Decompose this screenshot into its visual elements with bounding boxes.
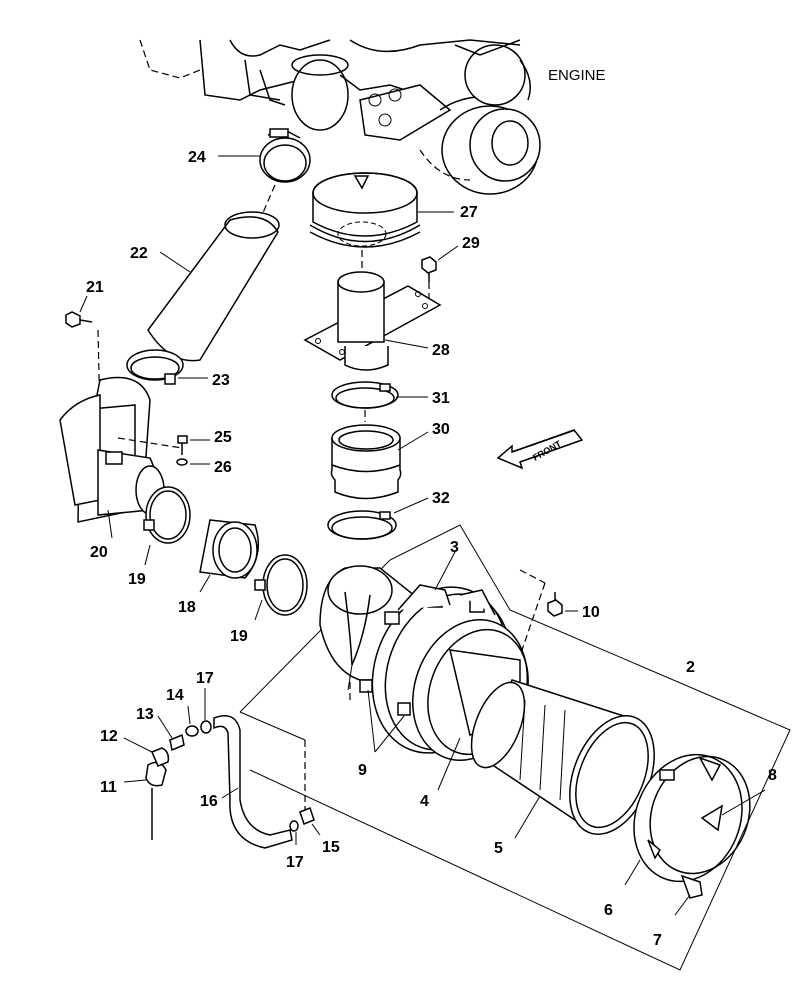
callout-2: 2 <box>686 659 695 676</box>
callout-13: 13 <box>136 706 154 723</box>
part-13-adapter <box>157 715 185 752</box>
part-31-clamp <box>331 381 428 422</box>
callout-29: 29 <box>462 235 480 252</box>
callout-17-lower: 17 <box>286 854 304 871</box>
part-19-clamp-lower <box>254 554 308 621</box>
part-3-bracket-band <box>397 551 496 616</box>
callout-22: 22 <box>130 245 148 262</box>
engine-illustration: ENGINE <box>139 39 606 195</box>
callout-10: 10 <box>582 604 600 621</box>
part-30-rubber-connector <box>330 424 429 500</box>
part-28-tube-plate <box>303 271 442 371</box>
callout-27: 27 <box>460 204 478 221</box>
callout-9: 9 <box>358 762 367 779</box>
part-17-clamp-lower <box>289 820 299 845</box>
callout-5: 5 <box>494 840 503 857</box>
part-16-hose <box>213 715 293 849</box>
part-21-bolt <box>65 295 101 421</box>
callout-8: 8 <box>768 767 777 784</box>
part-17-clamp-upper <box>200 688 212 734</box>
callout-24: 24 <box>188 149 206 166</box>
callout-16: 16 <box>200 793 218 810</box>
part-14-nut <box>185 705 199 737</box>
callout-21: 21 <box>86 279 104 296</box>
callout-26: 26 <box>214 459 232 476</box>
front-direction-arrow: FRONT <box>496 429 584 470</box>
engine-label: ENGINE <box>548 67 606 84</box>
callout-20: 20 <box>90 544 108 561</box>
callout-12: 12 <box>100 728 118 745</box>
callout-18: 18 <box>178 599 196 616</box>
part-32-clamp <box>327 497 429 540</box>
part-27-precleaner-cap <box>309 172 454 272</box>
part-24-hose-clamp <box>218 128 311 216</box>
part-26-washer <box>176 458 210 466</box>
callout-6: 6 <box>604 902 613 919</box>
callout-28: 28 <box>432 342 450 359</box>
assembly-outline <box>239 524 791 971</box>
part-15-valve <box>299 807 321 836</box>
callout-19-lower: 19 <box>230 628 248 645</box>
part-12-elbow-fitting <box>123 737 170 767</box>
callout-4: 4 <box>420 793 429 810</box>
callout-3: 3 <box>450 539 459 556</box>
callout-32: 32 <box>432 490 450 507</box>
callout-14: 14 <box>166 687 184 704</box>
callout-11: 11 <box>100 779 117 796</box>
part-6-cover <box>624 753 751 886</box>
part-19-clamp-upper <box>143 486 191 566</box>
part-23-hose-clamp <box>126 349 208 385</box>
callout-23: 23 <box>212 372 230 389</box>
callouts: 2 3 4 5 6 7 8 9 10 11 12 13 14 15 16 17 … <box>86 149 777 949</box>
part-10-bolt <box>547 592 578 617</box>
callout-15: 15 <box>322 839 340 856</box>
part-8-indicator-mark <box>721 789 766 816</box>
part-11-indicator <box>123 761 167 840</box>
callout-7: 7 <box>653 932 662 949</box>
part-5-filter-element <box>470 679 655 839</box>
callout-19-upper: 19 <box>128 571 146 588</box>
part-7-dust-valve <box>674 874 703 916</box>
part-22-air-hose <box>147 211 280 362</box>
part-25-bolt <box>177 435 210 455</box>
part-29-bolt <box>421 245 459 300</box>
callout-17-upper: 17 <box>196 670 214 687</box>
callout-31: 31 <box>432 390 450 407</box>
part-18-sleeve <box>199 519 260 593</box>
callout-30: 30 <box>432 421 450 438</box>
callout-25: 25 <box>214 429 232 446</box>
